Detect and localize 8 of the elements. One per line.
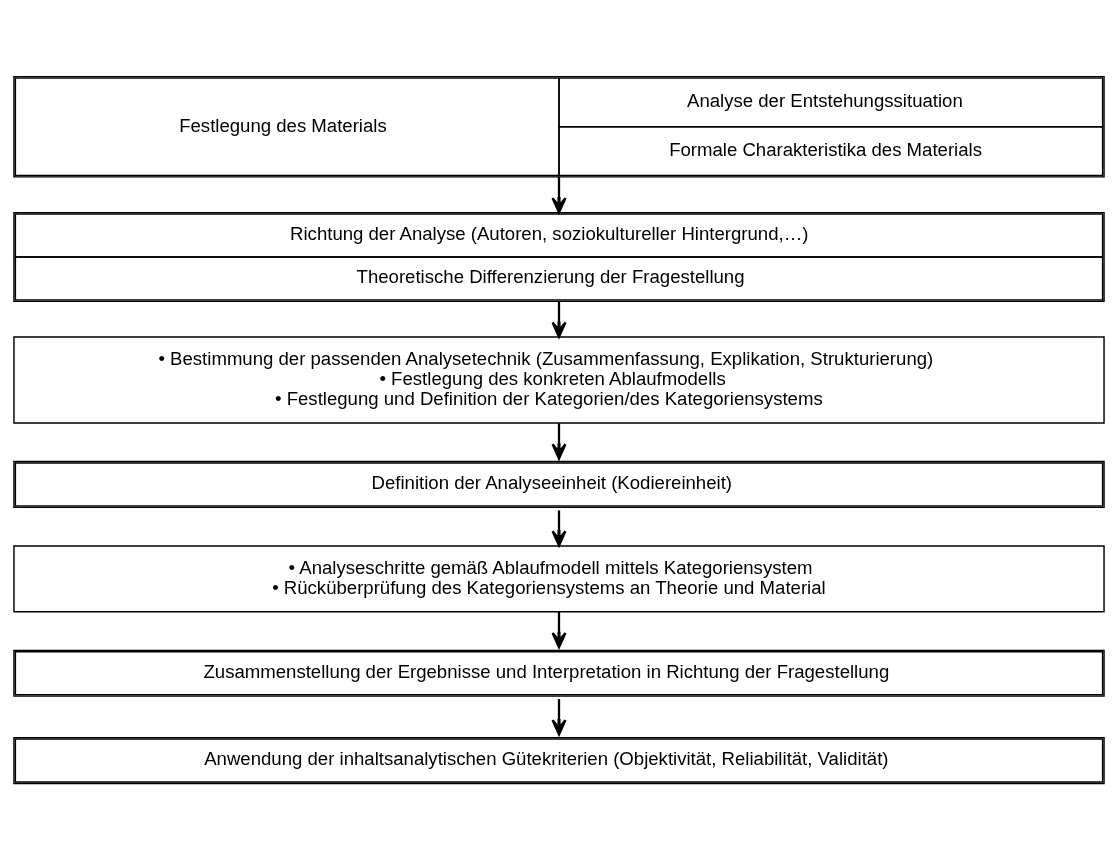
arrow [551, 698, 567, 736]
node-box: • Analyseschritte gemäß Ablaufmodell mittels Kategoriensystem • Rücküberprüfung des Kategoriensystems an Theorie und Material [13, 544, 1105, 612]
arrow [551, 422, 567, 460]
arrow [551, 611, 567, 648]
arrow [551, 301, 567, 338]
arrow [551, 509, 567, 547]
node-box: • Bestimmung der passenden Analysetechnik (Zusammenfassung, Explikation, Strukturierung) • Festlegung des konkreten Ablaufmodells • Festlegung und Definition der Kategorien/des Kategoriensystems [13, 335, 1105, 424]
arrow [551, 176, 567, 214]
